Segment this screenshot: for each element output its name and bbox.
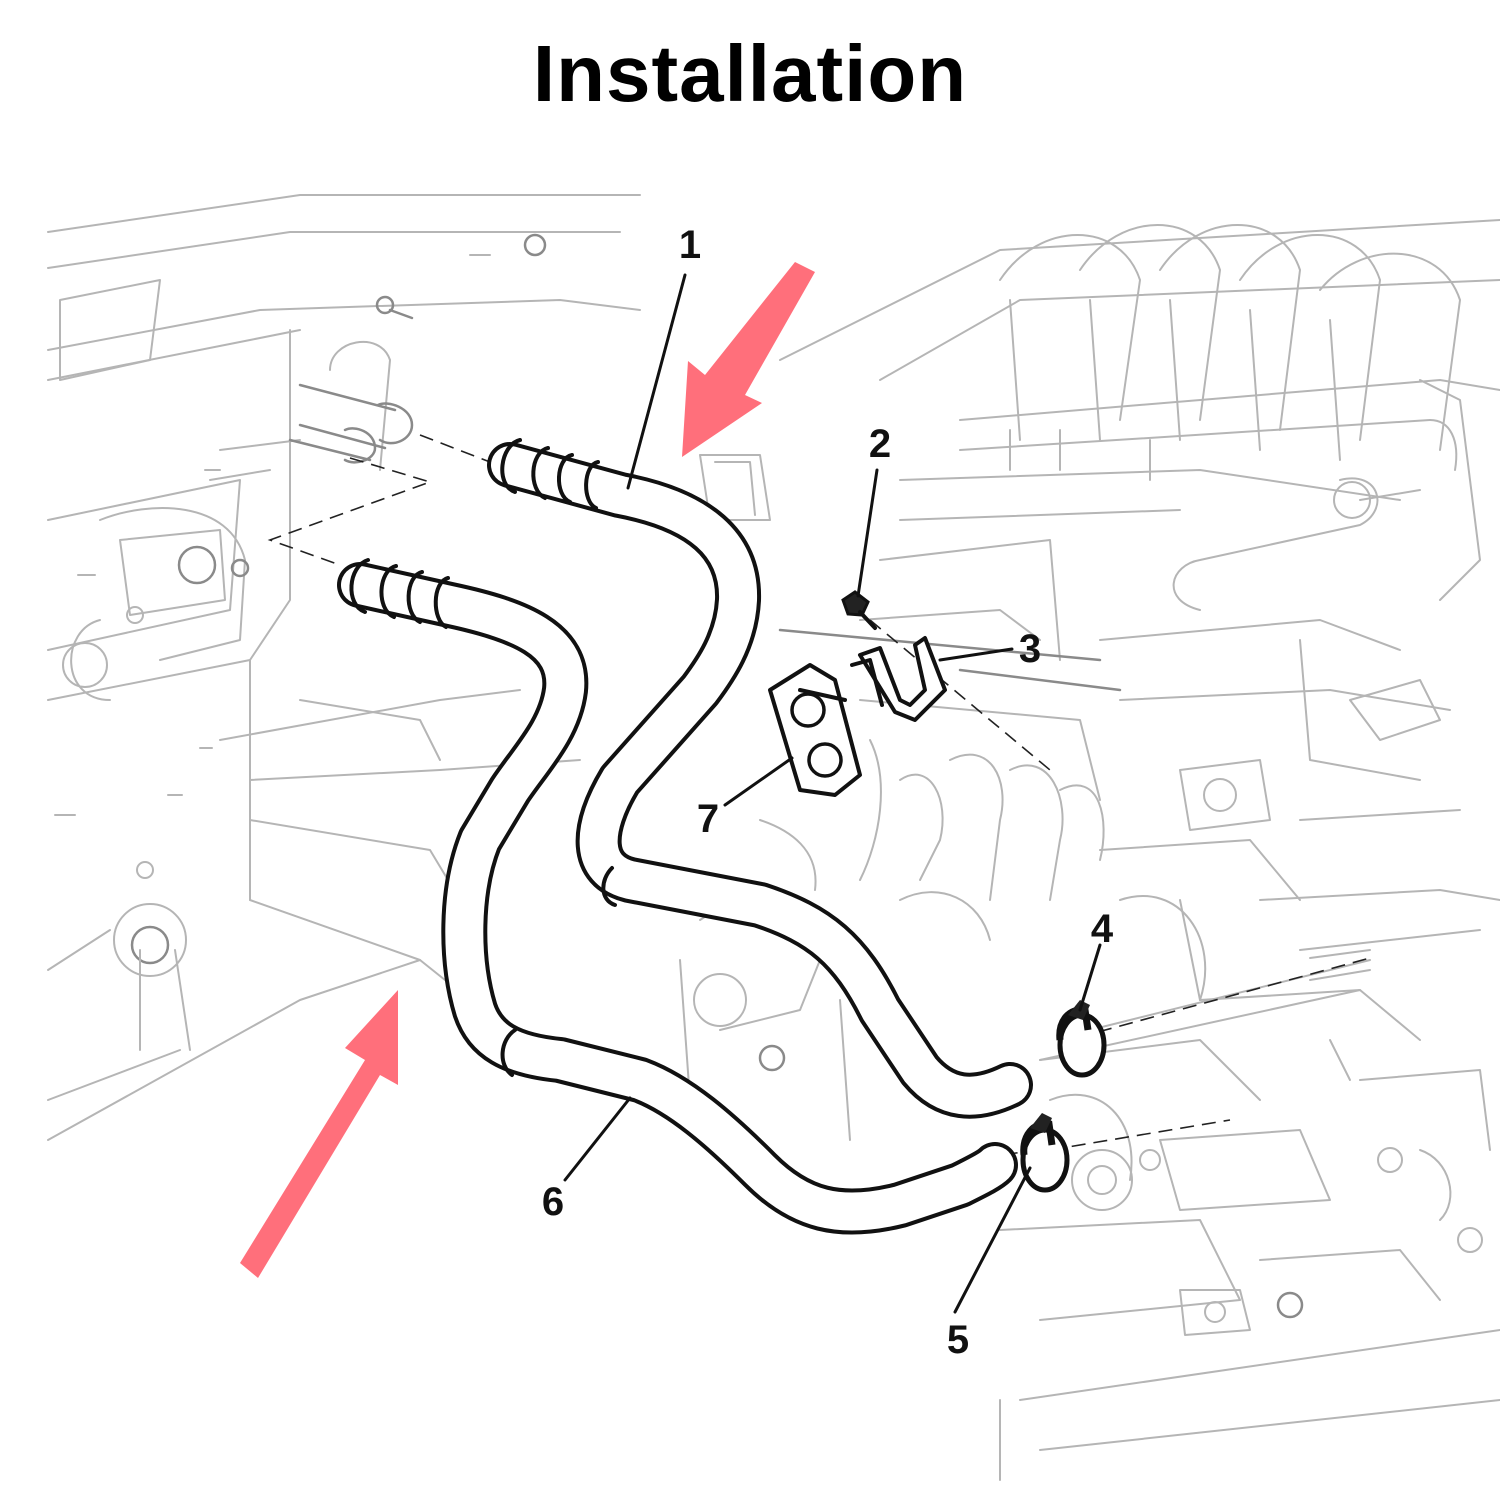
leader-lines — [563, 273, 1102, 1314]
heater-hose-inlet — [487, 438, 1033, 1119]
callout-5: 5 — [947, 1318, 969, 1362]
callout-2: 2 — [869, 422, 891, 466]
engine-block — [679, 219, 1500, 1481]
hose-clamp-lower — [1020, 1113, 1070, 1193]
callout-7: 7 — [697, 797, 719, 841]
heater-hose-outlet — [337, 558, 1018, 1235]
callout-1: 1 — [679, 223, 701, 267]
direction-arrow-up — [240, 990, 398, 1278]
bracket-bolt — [841, 590, 877, 630]
hose-bracket — [768, 663, 862, 797]
hose-retainer-clip — [850, 636, 947, 722]
hose-clamp-upper — [1056, 1000, 1107, 1078]
direction-arrow-down — [682, 262, 815, 457]
callout-3: 3 — [1019, 627, 1041, 671]
callout-4: 4 — [1091, 907, 1114, 951]
firewall-body — [47, 194, 771, 1141]
callout-6: 6 — [542, 1180, 564, 1224]
page-title: Installation — [532, 29, 968, 118]
